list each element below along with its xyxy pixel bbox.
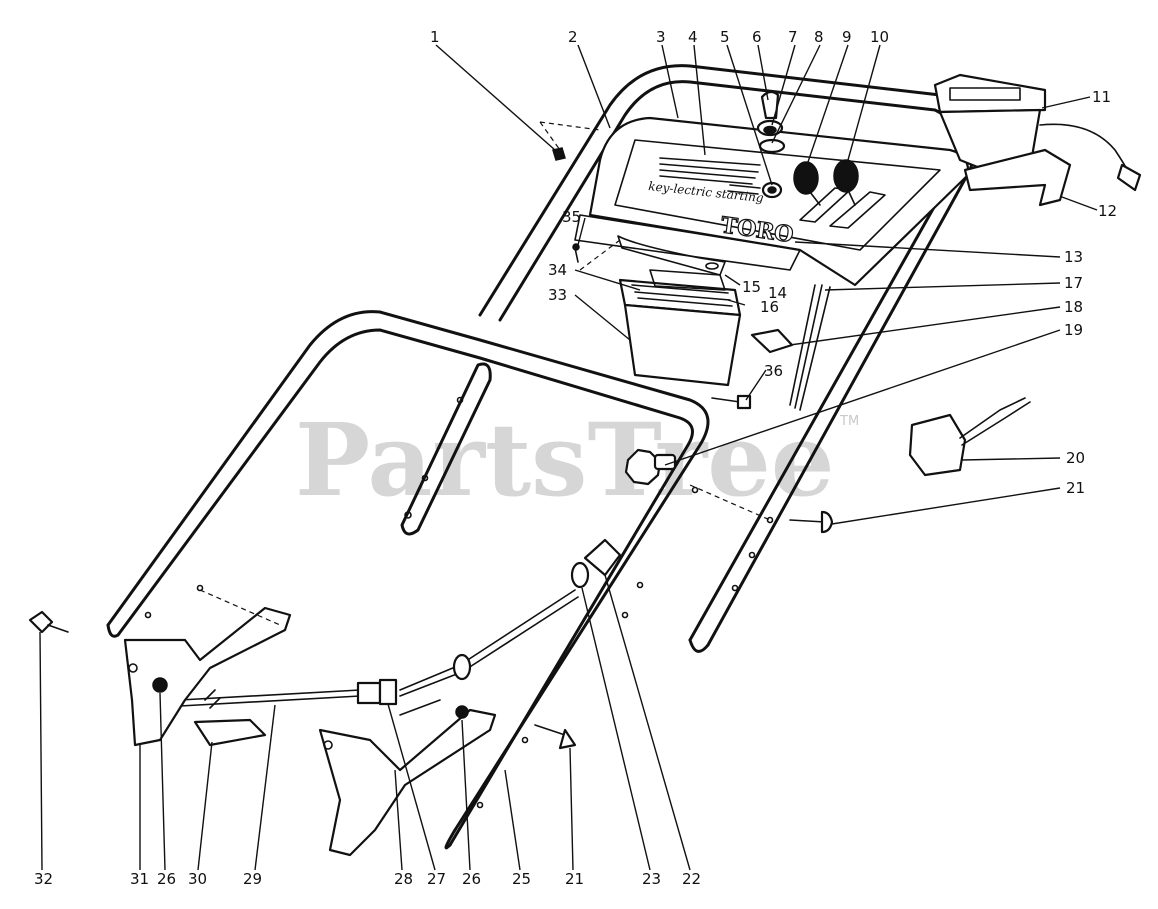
- leader-lines: [39, 44, 1098, 871]
- adjustment-knob: [624, 448, 677, 486]
- callout-3: 3: [656, 28, 666, 46]
- callout-13: 13: [1064, 248, 1083, 266]
- panel-bracket: [617, 235, 726, 276]
- callout-28: 28: [394, 870, 413, 888]
- control-panel: key-lectric starting TORO: [574, 116, 970, 287]
- alignment-lines: [199, 121, 771, 626]
- inner-handle-arm: [400, 362, 492, 536]
- callout-25: 25: [512, 870, 531, 888]
- callout-22: 22: [682, 870, 701, 888]
- callout-35: 35: [562, 208, 581, 226]
- callout-34: 34: [548, 261, 567, 279]
- callout-21-bottom: 21: [565, 870, 584, 888]
- callout-18: 18: [1064, 298, 1083, 316]
- callout-6: 6: [752, 28, 762, 46]
- callout-15: 15: [742, 278, 761, 296]
- callout-5: 5: [720, 28, 730, 46]
- watermark: PartsTree: [295, 401, 835, 519]
- handle-bolts: [534, 510, 834, 750]
- panel-decal-lines: [659, 157, 761, 195]
- callout-23: 23: [642, 870, 661, 888]
- battery-pack: [618, 269, 742, 387]
- callout-19: 19: [1064, 321, 1083, 339]
- callout-33: 33: [548, 286, 567, 304]
- callout-32: 32: [34, 870, 53, 888]
- callout-31: 31: [130, 870, 149, 888]
- callout-7: 7: [788, 28, 798, 46]
- starter-module: [908, 397, 1031, 477]
- lower-handle: [106, 310, 710, 850]
- left-mounting-bracket: [123, 606, 292, 747]
- callout-10: 10: [870, 28, 889, 46]
- callout-26-right: 26: [462, 870, 481, 888]
- screws: [552, 147, 580, 263]
- cable-clip: [193, 718, 267, 747]
- callout-20: 20: [1066, 449, 1085, 467]
- callout-17: 17: [1064, 274, 1083, 292]
- callout-2: 2: [568, 28, 578, 46]
- callout-36: 36: [764, 362, 783, 380]
- switch-button: [761, 181, 783, 199]
- callout-27: 27: [427, 870, 446, 888]
- callout-12: 12: [1098, 202, 1117, 220]
- mounting-bracket: [963, 148, 1072, 207]
- callout-11: 11: [1092, 88, 1111, 106]
- callout-4: 4: [688, 28, 698, 46]
- ignition-key: [756, 90, 786, 154]
- callout-1: 1: [430, 28, 440, 46]
- callout-9: 9: [842, 28, 852, 46]
- callout-8: 8: [814, 28, 824, 46]
- callout-labels: 1 2 3 4 5 6 7 8 9 10 11 12 13 17 18 19 2…: [34, 28, 1117, 888]
- bolt-32: [28, 610, 69, 634]
- callout-29: 29: [243, 870, 262, 888]
- throttle-cable: [179, 538, 622, 716]
- control-levers: [793, 159, 886, 229]
- watermark-tm: TM: [839, 414, 859, 429]
- right-mounting-bracket: [318, 705, 497, 857]
- callout-16: 16: [760, 298, 779, 316]
- callout-14: 14: [768, 284, 787, 302]
- callout-26-left: 26: [157, 870, 176, 888]
- callout-21-right: 21: [1066, 479, 1085, 497]
- charger-housing: [933, 73, 1142, 192]
- callout-30: 30: [188, 870, 207, 888]
